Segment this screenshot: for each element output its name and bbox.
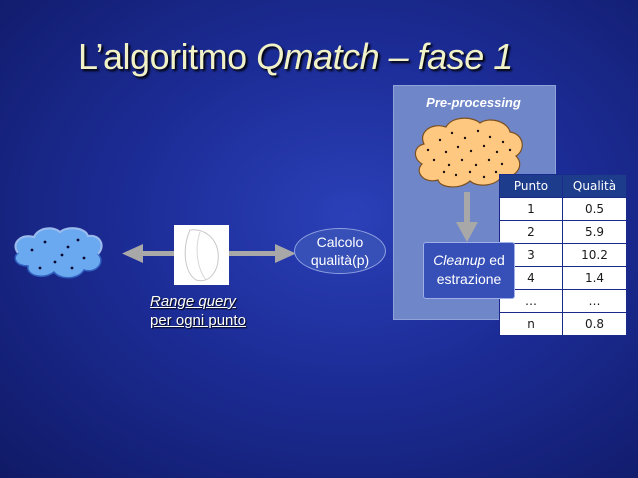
- table-header: Qualità: [562, 174, 627, 198]
- table-row: 4 1.4: [499, 266, 627, 290]
- cleanup-line1: Cleanup ed: [433, 252, 505, 268]
- table-row: 3 10.2: [499, 243, 627, 267]
- table-cell: 1.4: [562, 266, 627, 290]
- calcolo-line1: Calcolo: [316, 234, 364, 250]
- preprocessing-label: Pre-processing: [426, 95, 521, 110]
- quality-table: Punto Qualità 1 0.5 2 5.9 3 10.2 4 1.4 ……: [499, 174, 627, 336]
- dataset-cloud-icon: [14, 227, 103, 279]
- table-cell: 2: [499, 220, 563, 244]
- slide-title: L’algoritmo Qmatch – fase 1: [78, 36, 513, 77]
- range-query-label: Range query per ogni punto: [150, 292, 246, 330]
- calcolo-qualita-node: Calcolo qualità(p): [294, 228, 386, 274]
- calcolo-line2: qualità(p): [310, 252, 370, 268]
- down-arrow: [456, 192, 478, 242]
- table-row: 2 5.9: [499, 220, 627, 244]
- range-query-line2: per ogni punto: [150, 312, 246, 329]
- table-cell: 1: [499, 197, 563, 221]
- data-points-cloud-icon: [414, 117, 523, 188]
- table-header: Punto: [499, 174, 563, 198]
- range-query-line1: Range query: [150, 293, 236, 310]
- table-cell: 0.5: [562, 197, 627, 221]
- cleanup-line2: estrazione: [436, 271, 502, 287]
- table-row: … …: [499, 289, 627, 313]
- table-cell: 10.2: [562, 243, 627, 267]
- table-cell: …: [562, 289, 627, 313]
- table-row: n 0.8: [499, 312, 627, 336]
- range-query-image: [174, 225, 229, 285]
- table-cell: n: [499, 312, 563, 336]
- table-row: 1 0.5: [499, 197, 627, 221]
- table-cell: 0.8: [562, 312, 627, 336]
- table-header-row: Punto Qualità: [499, 174, 627, 198]
- table-cell: 5.9: [562, 220, 627, 244]
- cleanup-estrazione-node: Cleanup ed estrazione: [423, 242, 515, 299]
